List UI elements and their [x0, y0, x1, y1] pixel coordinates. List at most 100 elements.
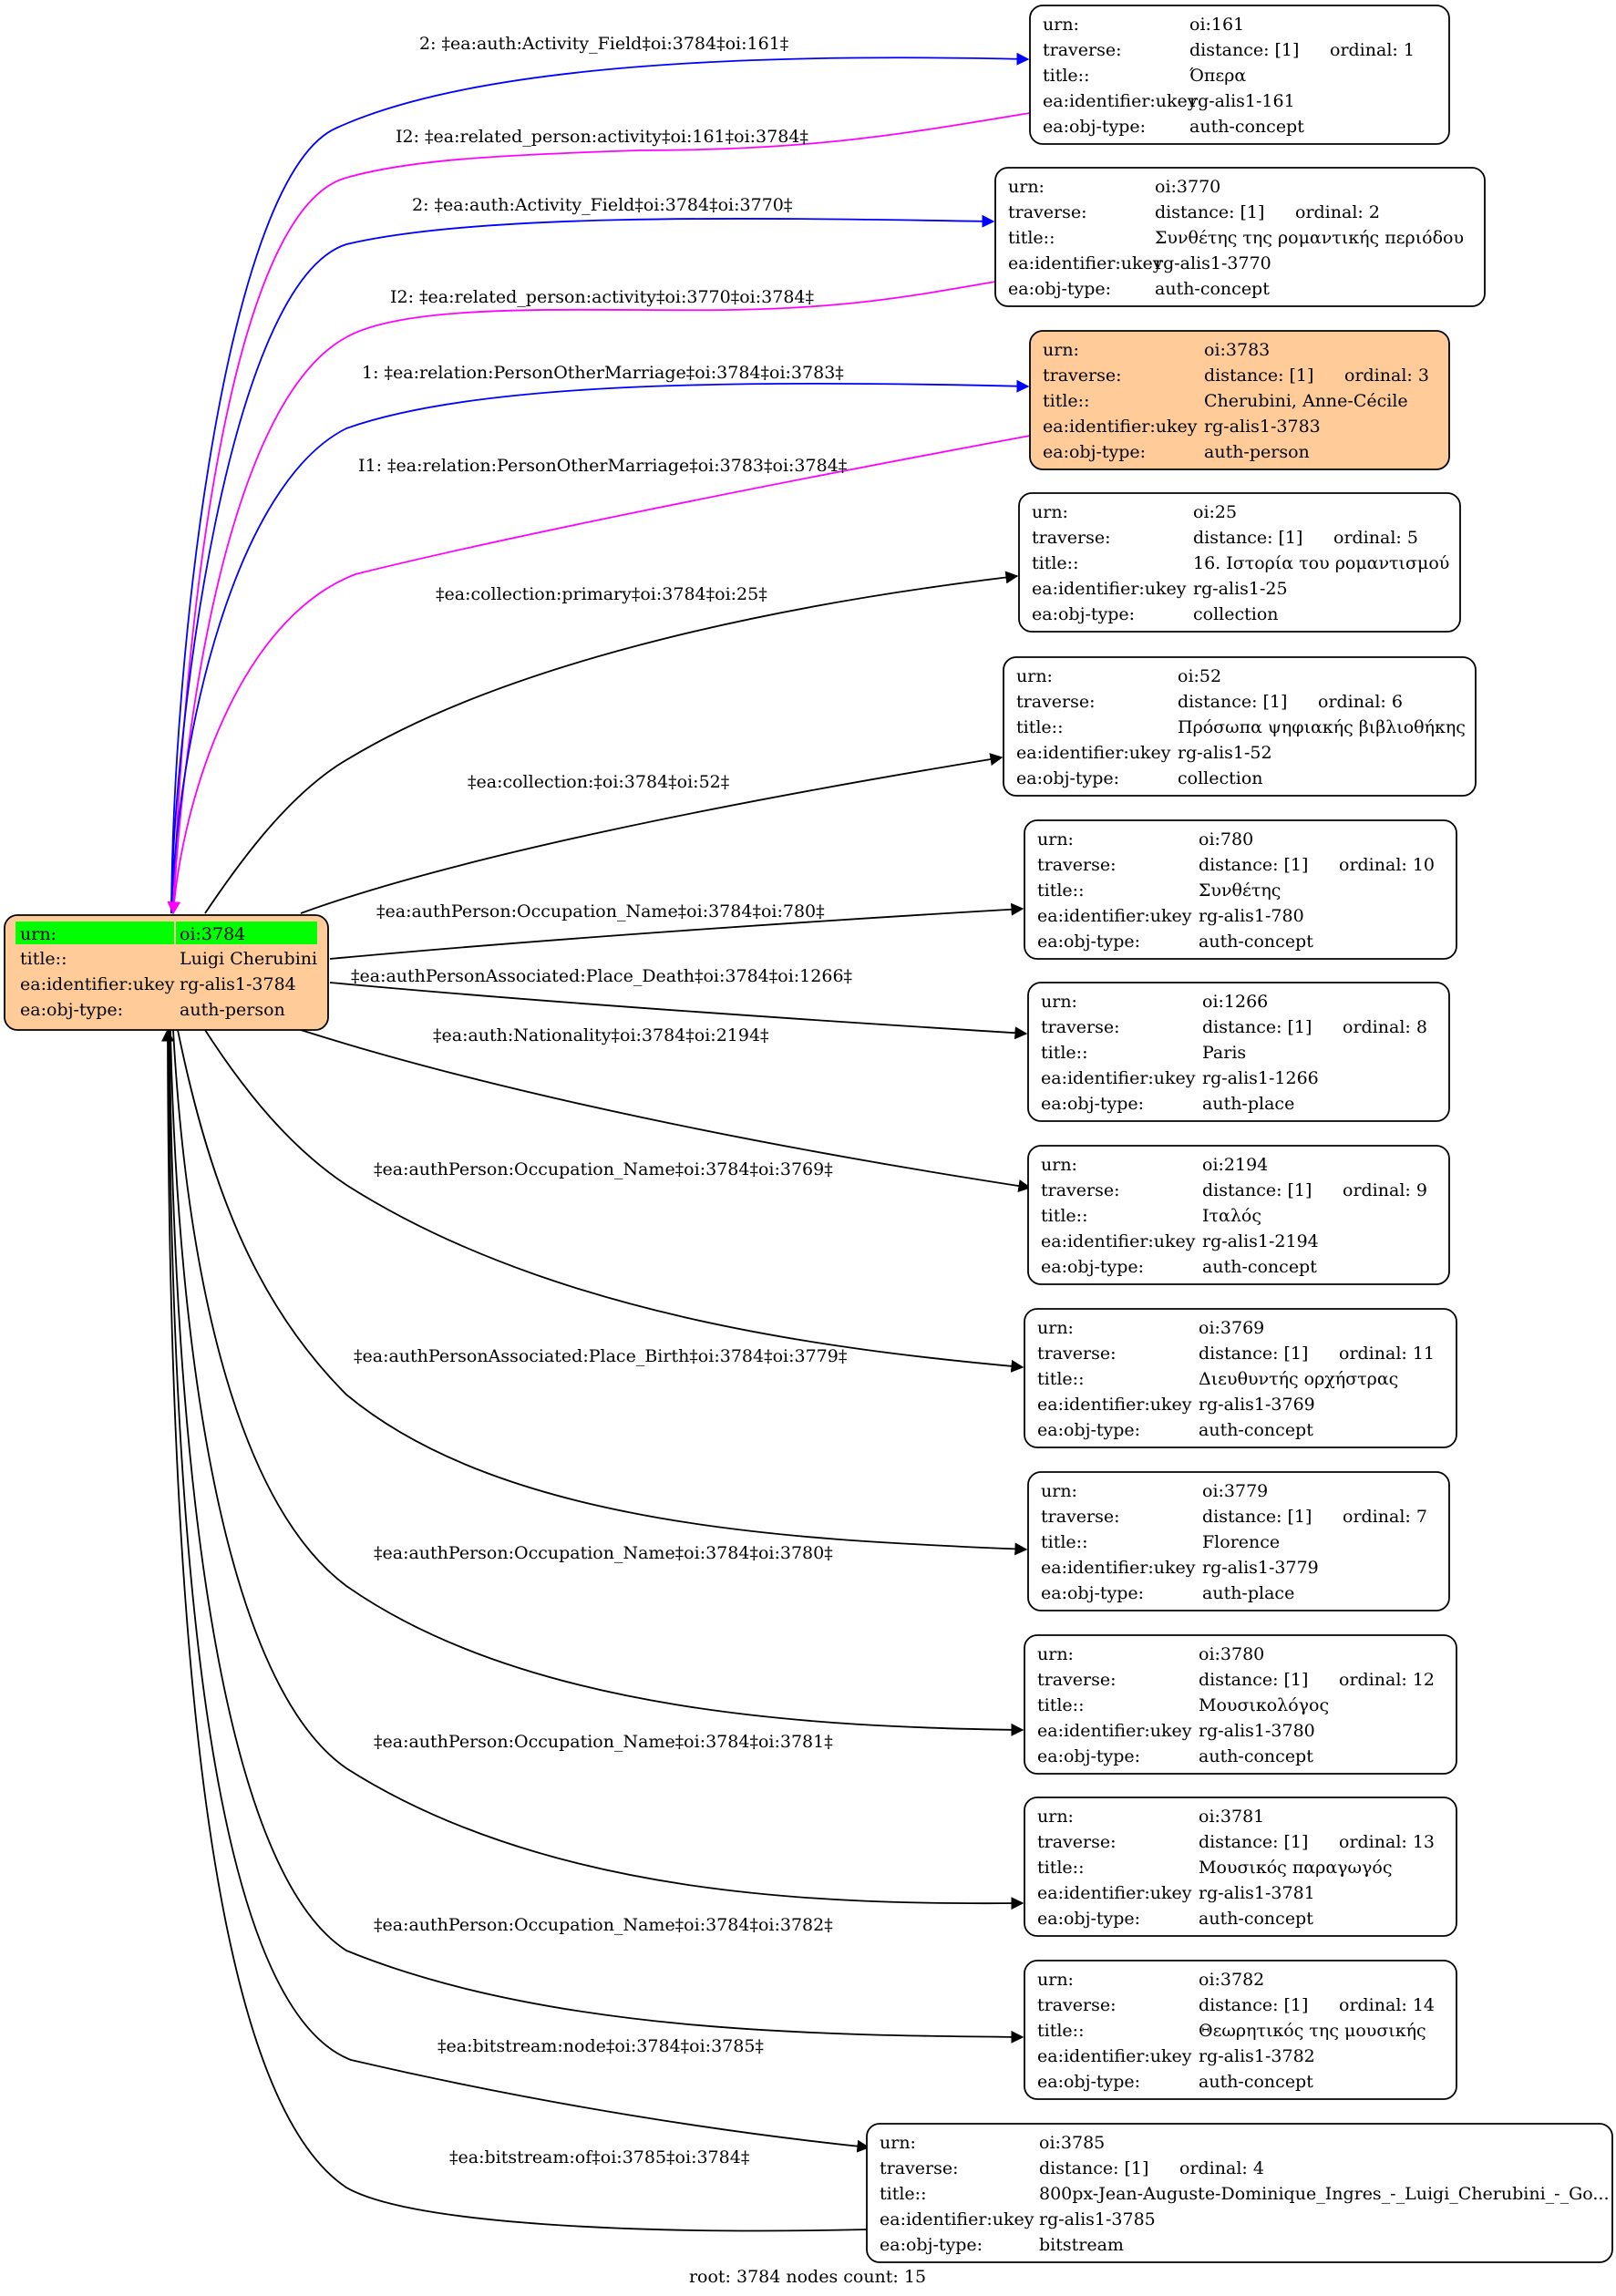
root-urn-highlight-label	[15, 921, 174, 944]
node-distance-value: distance: [1]	[1193, 528, 1302, 548]
node-ukey-label: ea:identifier:ukey	[1037, 1883, 1192, 1903]
node-ordinal-value: ordinal: 1	[1330, 40, 1415, 60]
node-title-label: title::	[1008, 228, 1055, 248]
node-title-label: title::	[1041, 1043, 1087, 1063]
node-ukey-label: ea:identifier:ukey	[1008, 253, 1163, 273]
node-ukey-label: ea:identifier:ukey	[1041, 1558, 1196, 1578]
edge-label: ‡ea:bitstream:of‡oi:3785‡oi:3784‡	[449, 2147, 749, 2167]
node-urn-label: urn:	[1037, 1644, 1074, 1664]
node-box	[1024, 1634, 1457, 1775]
node-urn-label: urn:	[1041, 1481, 1077, 1501]
node-urn-value: oi:3783	[1204, 340, 1270, 360]
node-objtype-value: auth-place	[1202, 1583, 1294, 1603]
node-title-value: Ιταλός	[1202, 1206, 1261, 1226]
node-urn-label: urn:	[1037, 1807, 1074, 1827]
node-ukey-value: rg-alis1-780	[1199, 906, 1304, 926]
edge-line	[168, 1029, 870, 2153]
node-urn-label: urn:	[1037, 829, 1074, 849]
edge-label: ‡ea:collection:primary‡oi:3784‡oi:25‡	[436, 584, 767, 604]
node-title-value: Cherubini, Anne-Cécile	[1204, 391, 1408, 411]
node-traverse-label: traverse:	[1037, 1344, 1117, 1364]
node-ordinal-value: ordinal: 5	[1333, 528, 1418, 548]
node-objtype-value: auth-place	[1202, 1094, 1294, 1114]
node-box	[1018, 492, 1461, 633]
node-urn-value: oi:3769	[1199, 1318, 1264, 1338]
edge-line	[161, 1028, 870, 2232]
node-ukey-value: rg-alis1-3785	[1039, 2209, 1156, 2229]
node-traverse-label: traverse:	[880, 2158, 959, 2178]
node-objtype-label: ea:obj-type:	[1041, 1583, 1144, 1603]
node-objtype-value: collection	[1193, 604, 1279, 624]
node-ordinal-value: ordinal: 8	[1343, 1017, 1427, 1037]
node-box	[866, 2123, 1613, 2263]
node-box	[994, 167, 1486, 307]
node-title-label: title::	[1041, 1206, 1087, 1226]
node-ukey-label: ea:identifier:ukey	[1043, 91, 1198, 111]
node-title-value: Συνθέτης	[1199, 880, 1281, 901]
node-ukey-label: ea:identifier:ukey	[1032, 579, 1187, 599]
node-ukey-value: rg-alis1-3782	[1199, 2046, 1315, 2066]
node-objtype-label: ea:obj-type:	[1043, 117, 1146, 137]
node-distance-value: distance: [1]	[1202, 1017, 1312, 1037]
node-distance-value: distance: [1]	[1202, 1180, 1312, 1200]
node-ordinal-value: ordinal: 3	[1344, 366, 1429, 386]
node-objtype-value: auth-concept	[1199, 932, 1313, 952]
node-objtype-value: auth-person	[1204, 442, 1310, 462]
edge-label: ‡ea:authPerson:Occupation_Name‡oi:3784‡o…	[376, 901, 825, 921]
node-title-label: title::	[1032, 553, 1078, 573]
root-node[interactable]: urn: oi:3784 title:: Luigi Cherubini ea:…	[4, 914, 329, 1031]
node-objtype-label: ea:obj-type:	[1043, 442, 1146, 462]
node-urn-value: oi:161	[1189, 15, 1244, 35]
node-traverse-label: traverse:	[1043, 40, 1122, 60]
edge-line	[204, 571, 1019, 914]
node-traverse-label: traverse:	[1043, 366, 1122, 386]
node-ukey-value: rg-alis1-2194	[1202, 1231, 1319, 1251]
node-ukey-value: rg-alis1-3780	[1199, 1721, 1315, 1741]
node-ukey-label: ea:identifier:ukey	[880, 2209, 1034, 2229]
edge-line	[177, 1029, 1028, 1556]
node-urn-value: oi:1266	[1202, 992, 1268, 1012]
node-objtype-value: auth-concept	[1189, 117, 1304, 137]
node-objtype-label: ea:obj-type:	[1016, 768, 1119, 788]
node-objtype-label: ea:obj-type:	[1037, 1909, 1140, 1929]
node-urn-label: urn:	[1032, 502, 1068, 522]
edge-line	[168, 435, 1031, 915]
node-title-label: title::	[1037, 2021, 1084, 2041]
node-objtype-label: ea:obj-type:	[1008, 279, 1111, 299]
edge-line	[329, 982, 1028, 1040]
edge-line	[170, 214, 995, 914]
edge-line	[300, 753, 1004, 914]
node-distance-value: distance: [1]	[1178, 692, 1287, 712]
edge-line	[167, 112, 1031, 915]
node-traverse-label: traverse:	[1032, 528, 1111, 548]
root-title-value: Luigi Cherubini	[180, 949, 317, 969]
edge-label: ‡ea:collection:‡oi:3784‡oi:52‡	[468, 772, 729, 792]
edge-line	[170, 379, 1030, 914]
node-title-label: title::	[1037, 1369, 1084, 1389]
node-title-label: title::	[1043, 66, 1089, 86]
node-ukey-label: ea:identifier:ukey	[1016, 743, 1171, 763]
node-title-value: Διευθυντής ορχήστρας	[1199, 1369, 1398, 1389]
edge-line	[169, 1029, 1024, 2044]
node-distance-value: distance: [1]	[1199, 1832, 1308, 1852]
node-traverse-label: traverse:	[1041, 1017, 1120, 1037]
edge-line	[204, 1029, 1024, 1373]
node-distance-value: distance: [1]	[1199, 1670, 1308, 1690]
node-objtype-value: auth-concept	[1199, 1909, 1313, 1929]
root-ukey-label: ea:identifier:ukey	[20, 974, 175, 994]
